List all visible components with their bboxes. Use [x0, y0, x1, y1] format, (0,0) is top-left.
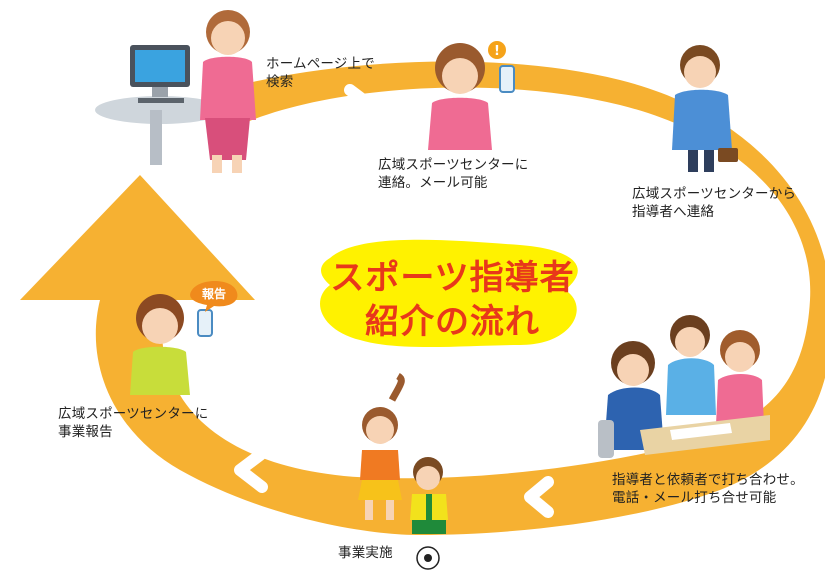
step-2-label: 広域スポーツセンターに 連絡。メール可能 [378, 157, 529, 191]
children-playing-icon [358, 372, 448, 570]
step-5-label: 事業実施 [338, 545, 393, 561]
woman-at-computer-icon [200, 10, 256, 173]
businessman-phone-icon [672, 45, 738, 172]
diagram-title: スポーツ指導者 紹介の流れ [325, 256, 580, 344]
step-4-label: 指導者と依頼者で打ち合わせ。 電話・メール打ち合せ可能 [612, 472, 804, 506]
step-3-label: 広域スポーツセンターから 指導者へ連絡 [632, 186, 797, 220]
desk-computer-icon [95, 45, 225, 165]
report-badge: 報告 [202, 286, 226, 301]
woman-reporting-icon: 報告 [130, 281, 238, 395]
title-line-1: スポーツ指導者 [330, 258, 575, 298]
step-6-label: 広域スポーツセンターに 事業報告 [58, 406, 209, 440]
alert-badge: ! [494, 44, 500, 59]
flow-band [20, 61, 825, 535]
step-1-label: ホームページ上で 検索 [266, 56, 375, 90]
arrow-chevron-4 [524, 476, 554, 518]
meeting-group-icon [598, 315, 770, 458]
arrow-chevron-3 [729, 249, 781, 281]
flow-arrows [234, 84, 781, 518]
woman-with-phone-icon: ! [428, 41, 515, 150]
arrow-chevron-5 [234, 449, 268, 493]
title-line-2: 紹介の流れ [365, 302, 540, 342]
arrow-chevron-1 [344, 84, 376, 128]
arrow-chevron-2 [589, 117, 624, 163]
title-highlight [320, 239, 578, 348]
